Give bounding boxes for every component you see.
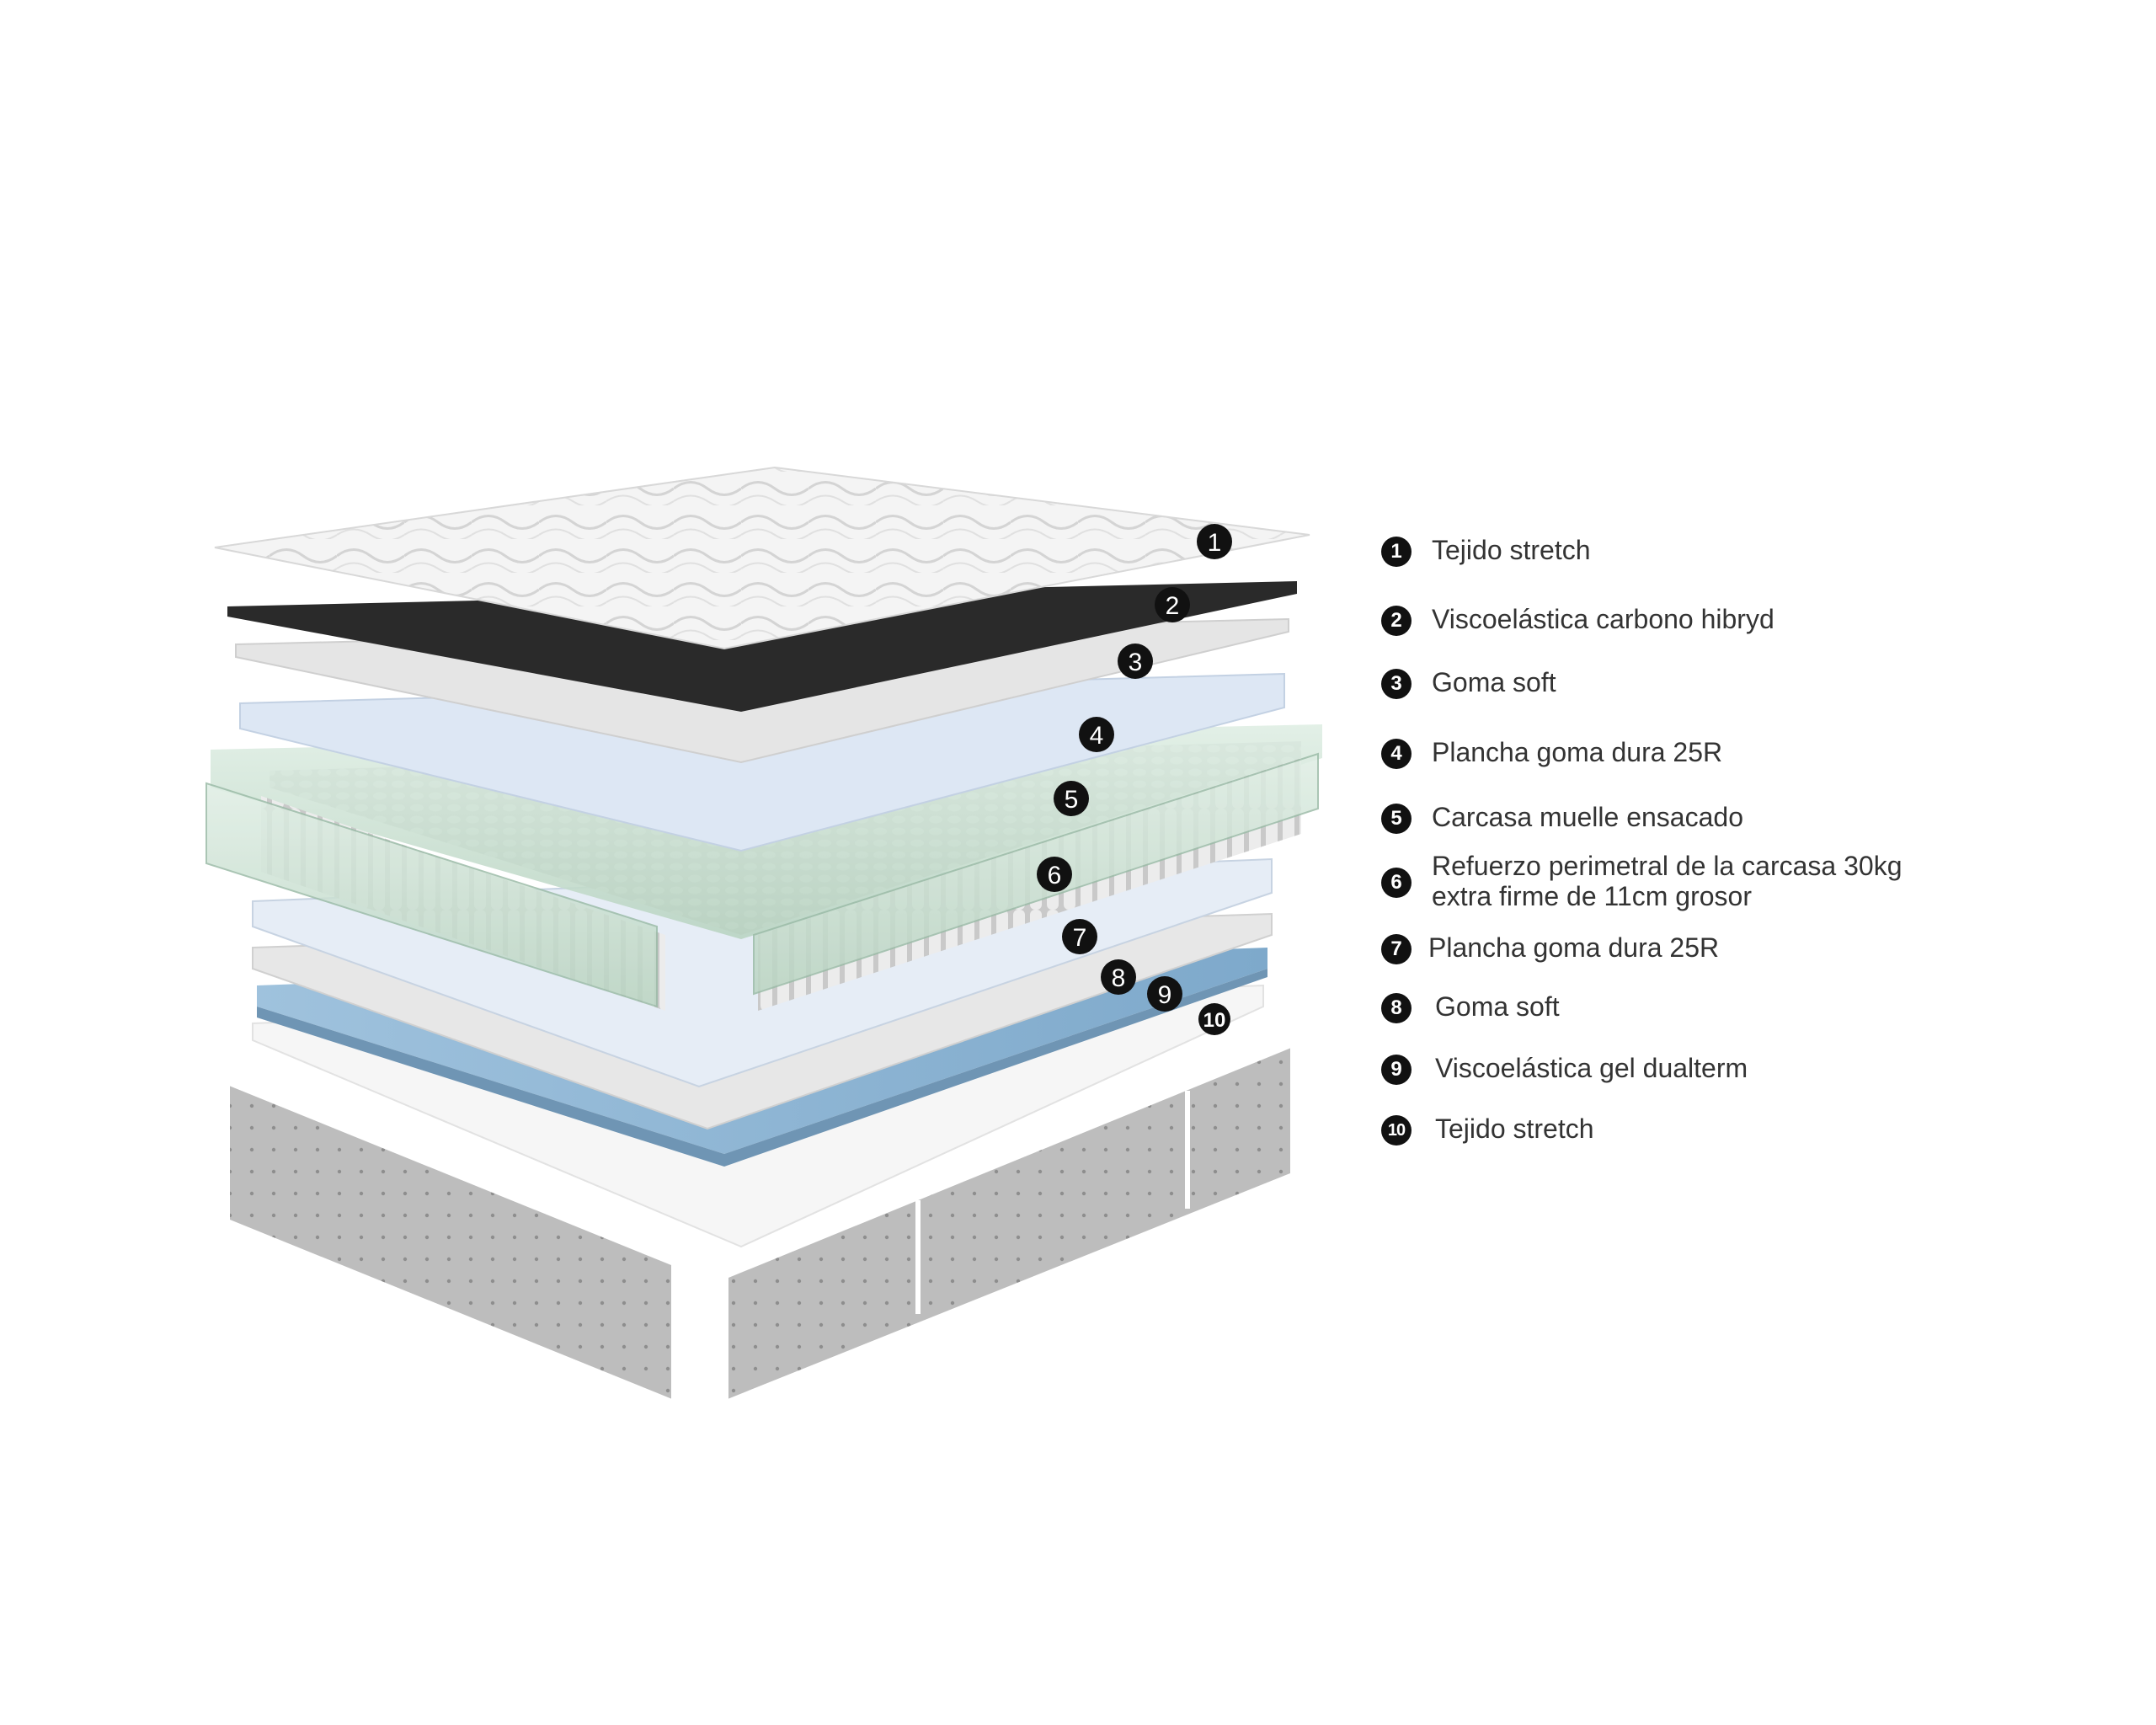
- legend-badge-10: 10: [1381, 1115, 1412, 1146]
- svg-text:7: 7: [1073, 924, 1087, 952]
- legend-badge-8: 8: [1381, 993, 1412, 1023]
- legend-badge-9: 9: [1381, 1055, 1412, 1085]
- legend-label-6: Refuerzo perimetral de la carcasa 30kg e…: [1432, 851, 1903, 911]
- svg-text:2: 2: [1166, 592, 1180, 620]
- layer-4-hard-foam: [239, 672, 1285, 852]
- frame-left: [205, 782, 658, 1008]
- callout-1: 1: [1197, 524, 1232, 559]
- legend-label-9: Viscoelástica gel dualterm: [1435, 1053, 1748, 1083]
- svg-text:4: 4: [1090, 722, 1104, 750]
- legend-badge-5: 5: [1381, 804, 1412, 834]
- frame-right: [753, 752, 1319, 996]
- legend-item-3: 3 Goma soft: [1381, 667, 1556, 699]
- legend-item-5: 5 Carcasa muelle ensacado: [1381, 802, 1743, 834]
- callout-6: 6: [1037, 857, 1072, 892]
- legend-item-4: 4 Plancha goma dura 25R: [1381, 737, 1722, 769]
- legend-badge-6: 6: [1381, 868, 1412, 898]
- svg-text:9: 9: [1158, 981, 1172, 1009]
- svg-text:8: 8: [1112, 964, 1126, 992]
- callout-9: 9: [1147, 976, 1182, 1012]
- legend-item-1: 1 Tejido stretch: [1381, 535, 1591, 567]
- legend-badge-3: 3: [1381, 669, 1412, 699]
- legend-label-8: Goma soft: [1435, 991, 1560, 1022]
- callout-7: 7: [1062, 919, 1097, 954]
- callout-2: 2: [1155, 587, 1190, 622]
- layer-1-stretch-top: [214, 466, 1310, 650]
- svg-text:5: 5: [1065, 786, 1079, 814]
- legend-badge-1: 1: [1381, 537, 1412, 567]
- callout-8: 8: [1101, 959, 1136, 995]
- svg-text:10: 10: [1203, 1009, 1226, 1032]
- legend-label-5: Carcasa muelle ensacado: [1432, 802, 1743, 832]
- svg-text:6: 6: [1048, 862, 1062, 889]
- legend-item-8: 8 Goma soft: [1381, 991, 1560, 1023]
- svg-text:3: 3: [1129, 649, 1143, 676]
- legend-badge-7: 7: [1381, 934, 1412, 964]
- legend-label-4: Plancha goma dura 25R: [1432, 737, 1723, 767]
- base-right-panel: [723, 1040, 1295, 1407]
- callout-3: 3: [1118, 644, 1153, 679]
- legend-label-10: Tejido stretch: [1435, 1114, 1594, 1144]
- callout-4: 4: [1079, 717, 1114, 752]
- callout-5: 5: [1054, 781, 1089, 816]
- legend-label-3: Goma soft: [1432, 667, 1556, 697]
- diagram-callouts: 1 2 3 4 5 6 7 8: [1037, 524, 1232, 1035]
- legend-item-10: 10 Tejido stretch: [1381, 1114, 1594, 1146]
- layer-2-carbon: [227, 581, 1297, 712]
- legend-label-7: Plancha goma dura 25R: [1428, 932, 1720, 963]
- layers-legend: 1 Tejido stretch 2 Viscoelástica carbono…: [1381, 522, 2105, 1162]
- legend-label-2: Viscoelástica carbono hibryd: [1432, 604, 1774, 634]
- legend-item-6: 6 Refuerzo perimetral de la carcasa 30kg…: [1381, 851, 1903, 911]
- legend-item-2: 2 Viscoelástica carbono hibryd: [1381, 604, 1774, 636]
- legend-badge-2: 2: [1381, 606, 1412, 636]
- callout-10: 10: [1198, 1003, 1230, 1035]
- legend-item-7: 7 Plancha goma dura 25R: [1381, 932, 1719, 964]
- legend-label-1: Tejido stretch: [1432, 535, 1591, 565]
- legend-badge-4: 4: [1381, 739, 1412, 769]
- base-left-panel: [225, 1078, 676, 1407]
- legend-item-9: 9 Viscoelástica gel dualterm: [1381, 1053, 1748, 1085]
- svg-text:1: 1: [1208, 529, 1222, 557]
